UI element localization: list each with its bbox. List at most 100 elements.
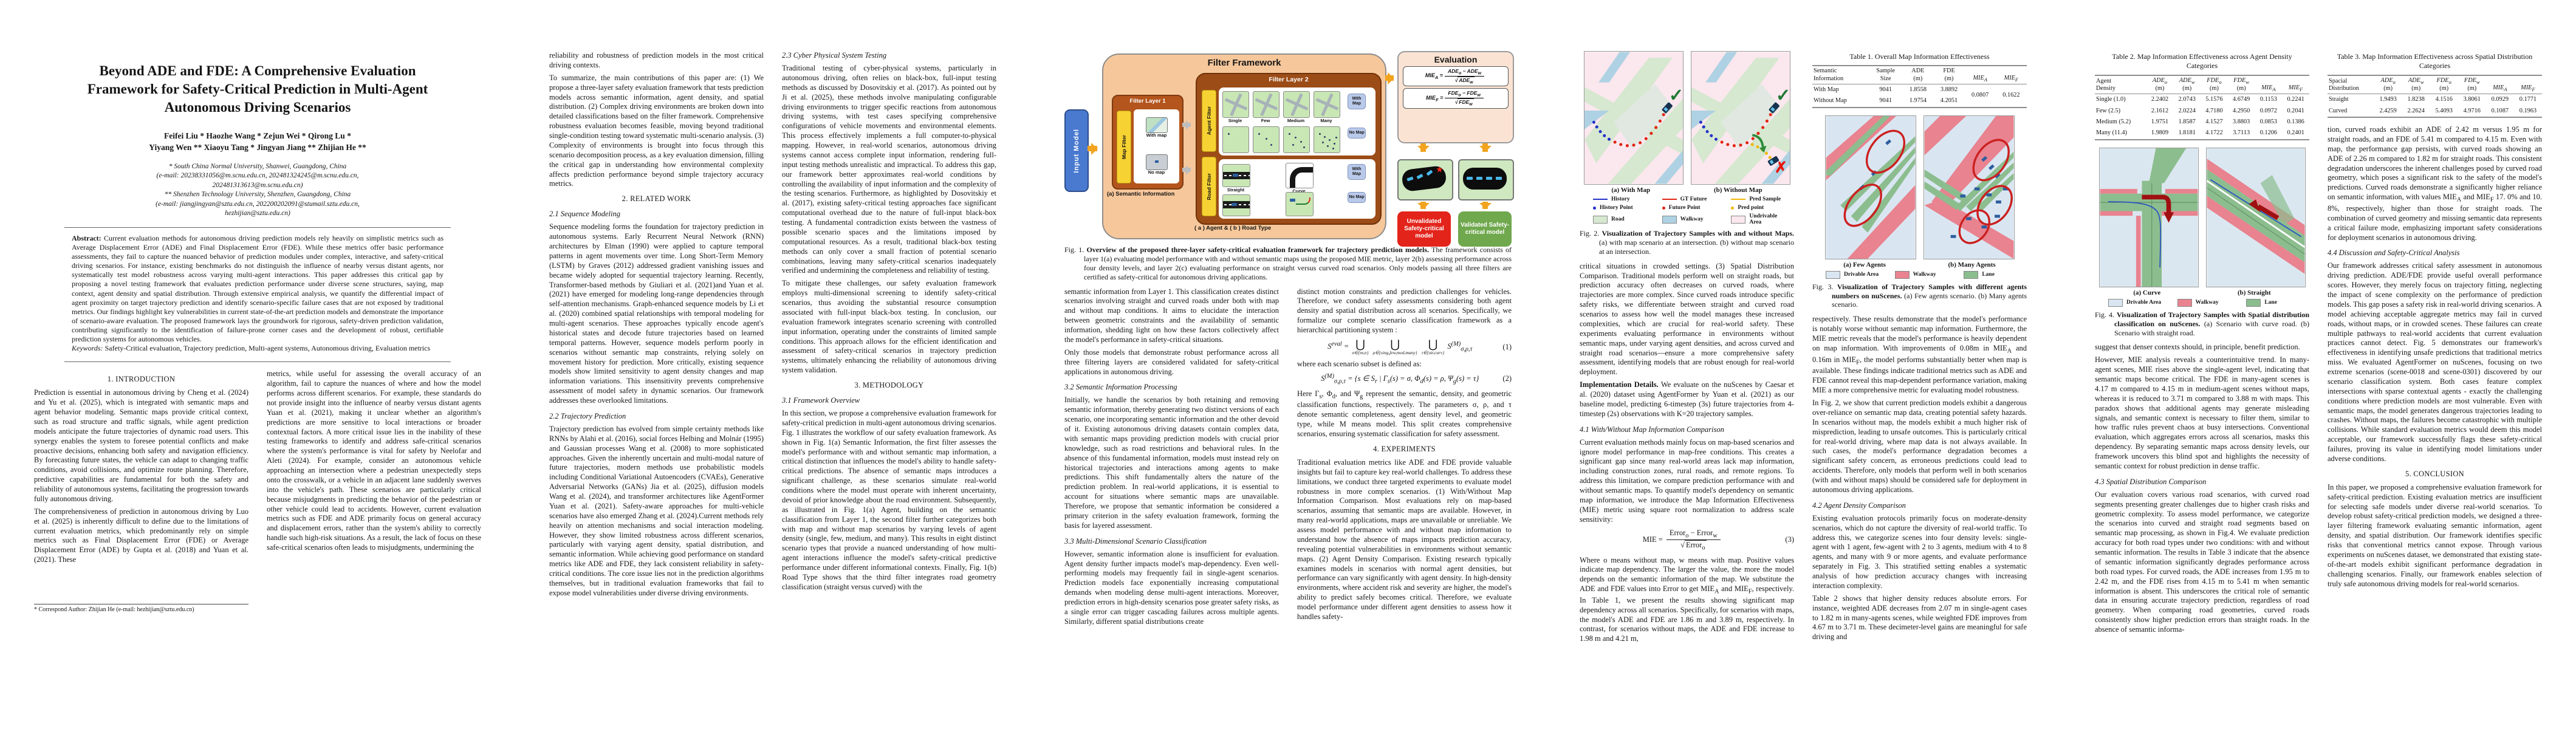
table-cell: 2.2624 bbox=[2407, 107, 2425, 114]
table-cell: 1.9809 bbox=[2151, 129, 2169, 137]
page-4: ✓ ✓ bbox=[1546, 0, 2061, 729]
union-operator: ⋃τ∈{str,curv} bbox=[1421, 338, 1445, 355]
density-map-tile bbox=[1253, 91, 1279, 118]
check-icon: ✓ bbox=[1668, 86, 1683, 106]
panel-a-label: (a) Curve bbox=[2133, 289, 2161, 296]
car-icon bbox=[1233, 174, 1238, 177]
curve-band bbox=[1290, 167, 1313, 188]
arrow-down-icon bbox=[1479, 202, 1492, 209]
affiliation-2-email2: hezhijian@sztu.edu.cn) bbox=[225, 210, 290, 217]
page-3-right-column: distinct motion constraints and predicti… bbox=[1297, 287, 1512, 659]
mie-a-formula: MIEA = ADEo − ADEw √ADEw bbox=[1403, 66, 1509, 87]
table-cell: 4.1516 bbox=[2435, 96, 2453, 103]
equation-1: Seval = ⋃σ∈{m,n} ⋃ρ∈{sing,few,med,many} … bbox=[1297, 339, 1512, 355]
paragraph: Here Γs, Φd, and Ψg represent the semant… bbox=[1297, 389, 1512, 439]
table-cell: 0.0929 bbox=[2491, 96, 2509, 103]
table-cell: 4.1527 bbox=[2205, 118, 2223, 126]
sqrt-arg: Erroro bbox=[1684, 540, 1707, 552]
table-cell: 4.6749 bbox=[2233, 96, 2250, 103]
paragraph: tion, curved roads exhibit an ADE of 2.4… bbox=[2328, 125, 2542, 242]
density-label-single: Single bbox=[1228, 118, 1242, 123]
cross-icon: ✗ bbox=[1774, 160, 1787, 176]
annotation-ellipse bbox=[1972, 139, 2010, 182]
mie-a-lhs: MIEA = bbox=[1425, 72, 1444, 81]
figure-4-caption: Fig. 4. Visualization of Trajectory Samp… bbox=[2095, 310, 2309, 338]
table-cell: 3.7113 bbox=[2233, 129, 2250, 137]
subsection-heading-3-2: 3.2 Semantic Information Processing bbox=[1064, 383, 1177, 392]
map-filter-strip: Map Filter bbox=[1117, 111, 1131, 183]
lane-swatch bbox=[1964, 270, 1979, 279]
table-cell: 9041 bbox=[1879, 97, 1892, 104]
legend-item: History bbox=[1584, 196, 1651, 202]
red-arrow bbox=[2142, 194, 2171, 214]
evaluation-box: Evaluation MIEA = ADEo − ADEw √ADEw MIEF… bbox=[1397, 51, 1514, 143]
denominator: √ADEw bbox=[1445, 76, 1484, 84]
curve-label: Curve bbox=[1292, 188, 1306, 194]
with-map-thumb: With map bbox=[1145, 117, 1168, 138]
no-map-chip: No Map bbox=[1348, 192, 1366, 204]
paragraph: The comprehensiveness of prediction in a… bbox=[34, 507, 248, 564]
footnote: * Correspond Author: Zhijian He (e-mail:… bbox=[34, 603, 248, 614]
paragraph: Existing evaluation protocols primarily … bbox=[1812, 513, 2027, 590]
table-row: With Map 9041 1.8558 3.8892 0.0807 0.162… bbox=[1812, 84, 2027, 98]
future-point-swatch bbox=[1662, 206, 1665, 210]
evaluation-title: Evaluation bbox=[1434, 55, 1478, 64]
agent-filter-label: Agent Filter bbox=[1206, 106, 1212, 135]
figure-2-caption-rest: (a) with map scenario at an intersection… bbox=[1599, 238, 1794, 256]
map-panel-without-map: ✓ ✗ bbox=[1690, 51, 1790, 185]
section-heading-conclusion: 5. CONCLUSION bbox=[2405, 469, 2464, 478]
legend-label: Lane bbox=[1982, 272, 1995, 278]
panel-a-label: (a) With Map bbox=[1611, 187, 1651, 194]
eq1-under-2: ρ∈{sing,few,med,many} bbox=[1372, 349, 1417, 355]
legend-label: History bbox=[1611, 196, 1630, 202]
walkway-fill-swatch bbox=[1662, 215, 1677, 224]
table-cell: 4.2051 bbox=[1940, 97, 1958, 104]
figure-3-caption-label: Fig. 3. bbox=[1812, 282, 1834, 291]
table-cell: 5.1576 bbox=[2205, 96, 2223, 103]
table-cell: 0.1087 bbox=[2491, 107, 2509, 114]
map-filter-label: Map Filter bbox=[1121, 134, 1127, 160]
table-2-title: Table 2. Map Information Effectiveness a… bbox=[2112, 52, 2292, 70]
page-1-right-column: metrics, while useful for assessing the … bbox=[267, 369, 481, 614]
table-cell: Without Map bbox=[1814, 97, 1847, 104]
paragraph: Prediction is essential in autonomous dr… bbox=[34, 388, 248, 503]
union-operator: ⋃σ∈{m,n} bbox=[1352, 338, 1369, 355]
paragraph: where each scenario subset is defined as… bbox=[1297, 360, 1422, 369]
gray-arrow-icon bbox=[1182, 165, 1191, 175]
sqrt-arg: FDEw bbox=[1458, 98, 1474, 107]
car-icon bbox=[1767, 156, 1779, 166]
figure-2-panels: ✓ ✓ bbox=[1580, 51, 1794, 185]
density-dot-tile bbox=[1283, 126, 1310, 153]
table-cell: 2.4259 bbox=[2379, 107, 2397, 114]
paragraph: In this section, we propose a comprehens… bbox=[782, 409, 996, 591]
figure-3: (a) Few Agents (b) Many Agents Drivable … bbox=[1812, 115, 2027, 279]
legend-label: History Point bbox=[1600, 205, 1633, 211]
road-filter-strip: Road Filter bbox=[1202, 157, 1216, 216]
red-arrow-head bbox=[2249, 199, 2261, 213]
table-cell-mie-a: 0.0807 bbox=[1971, 92, 1989, 99]
figure-3-caption: Fig. 3. Visualization of Trajectory Samp… bbox=[1812, 282, 2027, 310]
table-cell: Curved bbox=[2329, 107, 2348, 114]
legend-item: Pred Sample bbox=[1722, 196, 1789, 202]
mie-f-lhs: MIEF = bbox=[1426, 94, 1444, 103]
semantic-information-label: (a) Semantic Information bbox=[1107, 191, 1175, 197]
paragraph: Current evaluation methods mainly focus … bbox=[1580, 437, 1794, 524]
column-header: MIEA bbox=[1964, 66, 1996, 85]
paragraph: Where o means without map, w means with … bbox=[1580, 555, 1794, 643]
paragraph: To mitigate these challenges, our safety… bbox=[782, 279, 996, 375]
arrow-right-icon bbox=[1385, 72, 1394, 84]
figure-3-caption-rest: (a) Few agents scenario. (b) Many agents… bbox=[1832, 291, 2027, 309]
car-icon bbox=[1486, 177, 1492, 180]
column-header: MIEF bbox=[2282, 75, 2309, 95]
legend-label: Walkway bbox=[1680, 216, 1704, 222]
subsection-heading-4-4: 4.4 Discussion and Safety-Critical Analy… bbox=[2328, 248, 2460, 258]
no-map-thumbnail-icon bbox=[1145, 154, 1168, 171]
trajectory-line bbox=[2108, 201, 2161, 268]
column-header: FDEo(m) bbox=[2201, 75, 2228, 95]
car-icon bbox=[1476, 177, 1482, 180]
